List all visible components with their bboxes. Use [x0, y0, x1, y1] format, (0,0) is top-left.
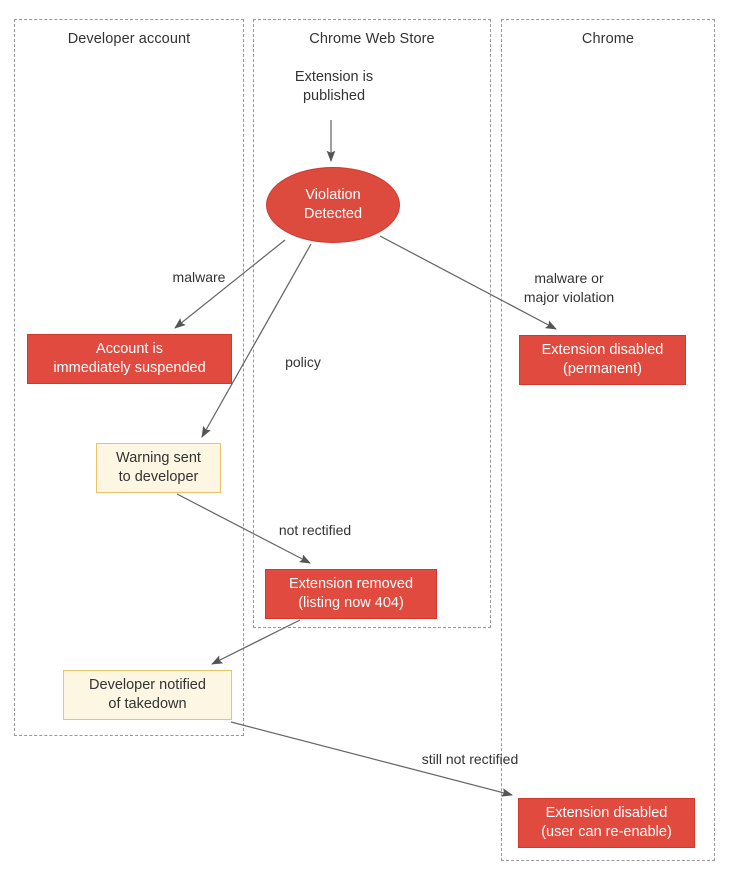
swimlane-label-developer-account: Developer account — [67, 31, 191, 47]
edge-label-not-rectified: not rectified — [278, 522, 352, 538]
edge-label-malware: malware — [172, 269, 226, 285]
swimlane-label-chrome: Chrome — [581, 31, 635, 47]
node-extension-removed-label: Extension removed(listing now 404) — [288, 575, 414, 611]
node-extension-disabled-reenable[interactable]: Extension disabled(user can re-enable) — [518, 798, 695, 848]
edge-label-policy: policy — [285, 354, 321, 370]
swimlane-chrome: Chrome — [501, 19, 715, 861]
swimlane-label-chrome-web-store: Chrome Web Store — [309, 31, 435, 47]
node-extension-disabled-permanent-label: Extension disabled(permanent) — [541, 341, 664, 377]
edge-label-still-not-rectified: still not rectified — [421, 751, 519, 767]
node-extension-disabled-reenable-label: Extension disabled(user can re-enable) — [541, 804, 672, 840]
node-extension-removed[interactable]: Extension removed(listing now 404) — [265, 569, 437, 619]
node-extension-disabled-permanent[interactable]: Extension disabled(permanent) — [519, 335, 686, 385]
